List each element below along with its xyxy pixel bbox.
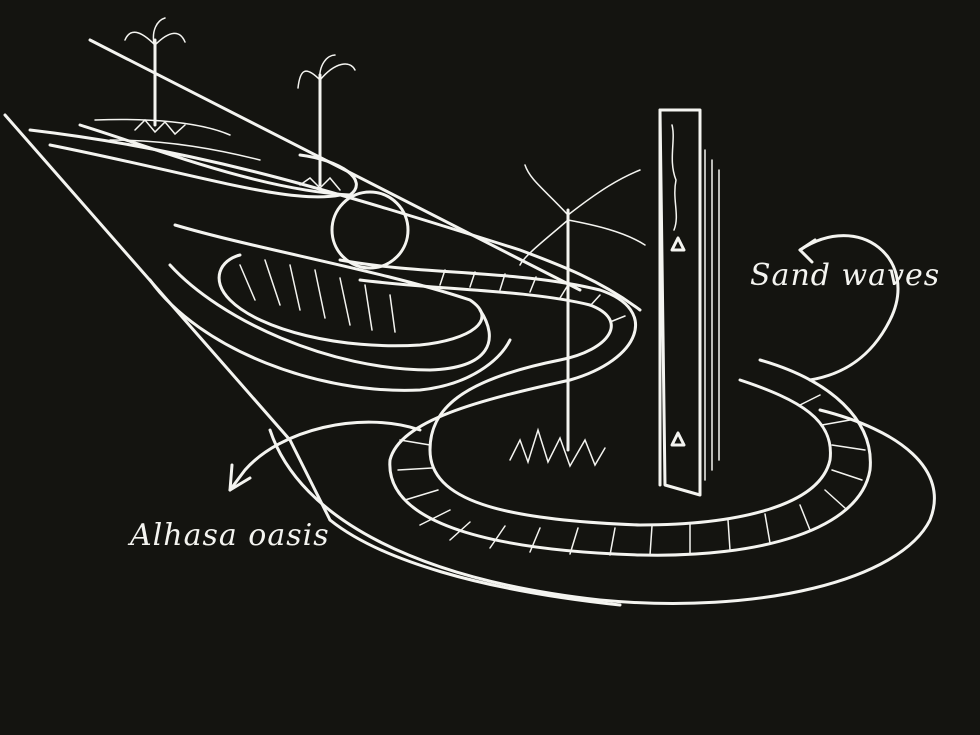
- monument-pillar: [658, 108, 720, 497]
- upper-terrace: [78, 118, 358, 197]
- palm-tree-3: [519, 164, 646, 452]
- middle-garden-bed: [148, 190, 512, 392]
- label-alhasa-oasis: Alhasa oasis: [127, 518, 330, 553]
- label-sand-waves: Sand waves: [750, 258, 940, 293]
- shrubs: [134, 118, 606, 468]
- outer-ring: [268, 408, 936, 607]
- annotation-arrows: [228, 234, 900, 492]
- palm-trees: [124, 17, 646, 452]
- palm-tree-1: [124, 17, 186, 127]
- palm-tree-2: [297, 54, 356, 187]
- sand-wave-band: [338, 258, 872, 557]
